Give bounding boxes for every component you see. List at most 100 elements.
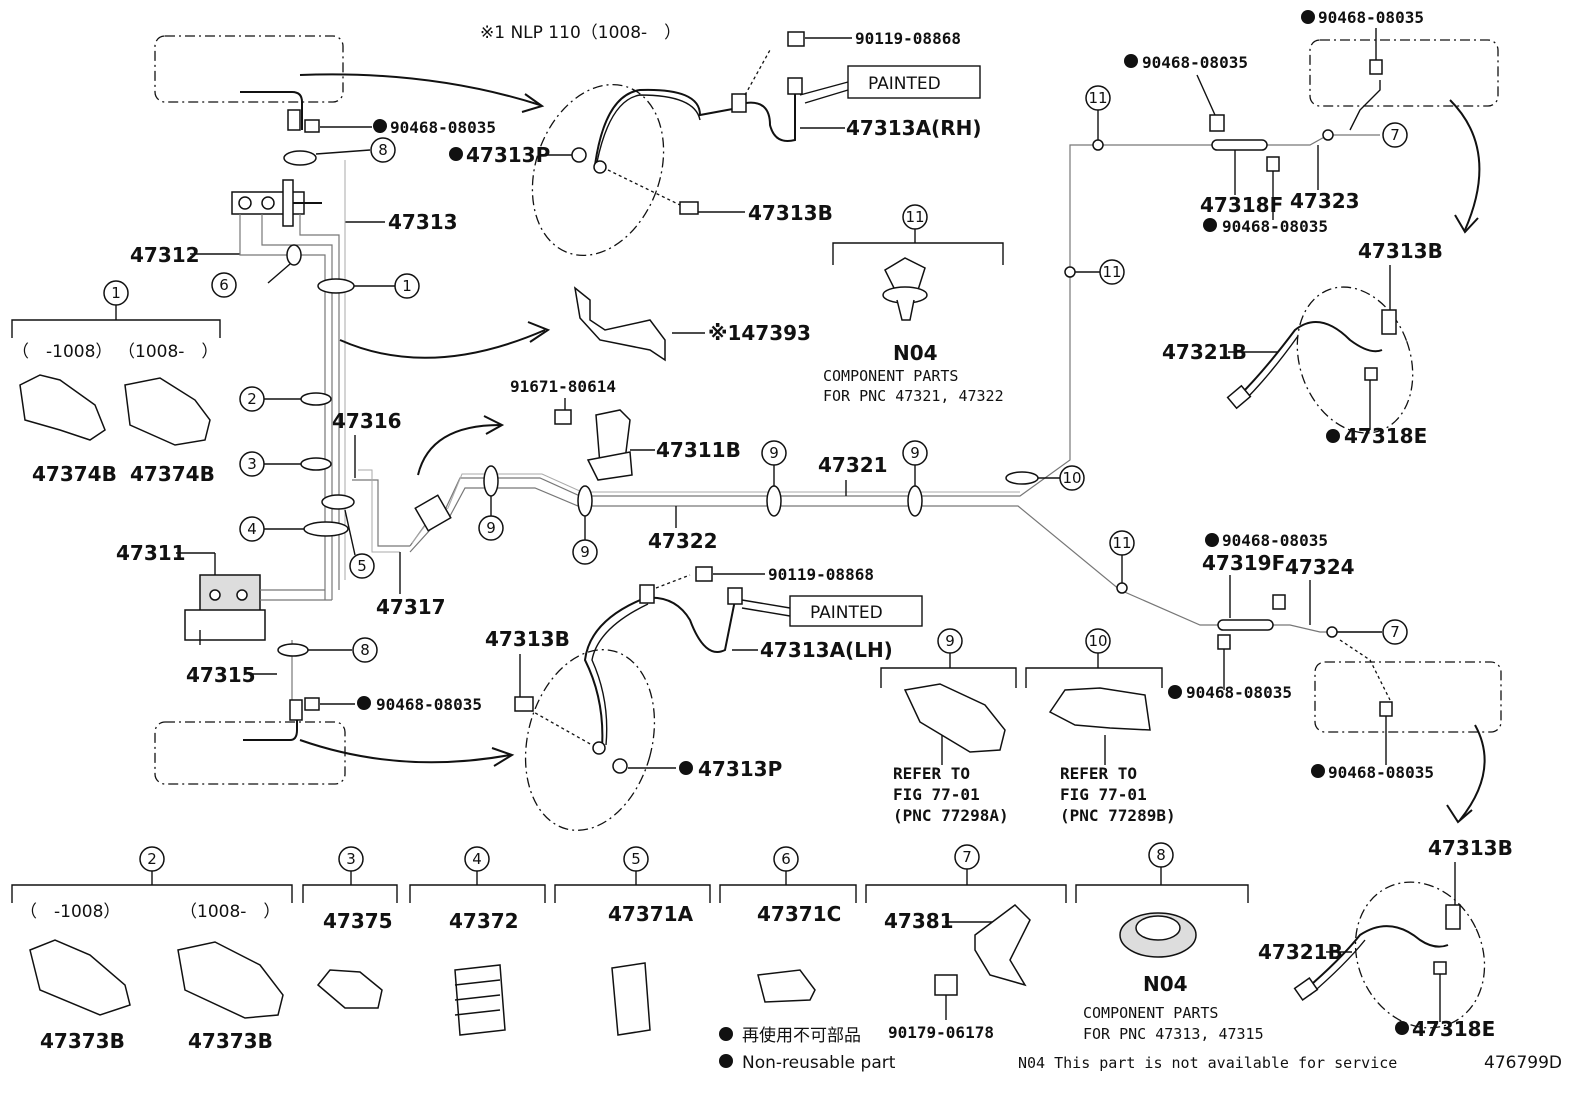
label-90119-bottom: 90119-08868 xyxy=(768,565,874,584)
non-reusable-dot-legend xyxy=(719,1027,733,1041)
flow-arrow xyxy=(299,73,541,106)
svg-text:4: 4 xyxy=(472,850,482,868)
fitting xyxy=(287,109,301,131)
svg-text:9: 9 xyxy=(910,444,920,462)
svg-text:（ -1008）: （ -1008） xyxy=(20,902,120,922)
svg-text:47373B: 47373B xyxy=(188,1029,273,1053)
svg-text:47374B: 47374B xyxy=(32,462,117,486)
painted-rh: PAINTED xyxy=(868,74,941,94)
group-6: 6 47371C 再使用不可部品 Non-reusable part xyxy=(719,846,896,1073)
group-2: 2 （ -1008） （1008- ） 47373B 47373B xyxy=(11,846,293,1053)
clamp-3 xyxy=(300,457,332,471)
svg-text:90468-08035: 90468-08035 xyxy=(1222,531,1328,550)
bracket-47393: ※147393 xyxy=(339,286,811,362)
clip-11-detail: 11 N04 COMPONENT PARTS FOR PNC 47321, 47… xyxy=(823,204,1004,405)
svg-text:FOR PNC 47313, 47315: FOR PNC 47313, 47315 xyxy=(1083,1025,1264,1043)
group-3: 3 47375 xyxy=(302,846,398,1009)
svg-text:2: 2 xyxy=(147,850,157,868)
svg-text:REFER TO: REFER TO xyxy=(1060,764,1137,783)
label-47313P-bottom: 47313P xyxy=(698,757,782,781)
svg-text:47372: 47372 xyxy=(449,909,519,933)
clamp-2 xyxy=(300,392,332,406)
svg-text:6: 6 xyxy=(219,276,229,294)
svg-text:47318F: 47318F xyxy=(1200,193,1283,217)
svg-text:47313B: 47313B xyxy=(1358,239,1443,263)
svg-text:8: 8 xyxy=(1156,846,1166,864)
arrow-head xyxy=(521,93,545,113)
label-47313A-LH: 47313A(LH) xyxy=(760,638,893,662)
label-47313P-top: 47313P xyxy=(466,143,550,167)
group-4: 4 47372 xyxy=(409,846,546,1036)
group-9: 9 REFER TO FIG 77-01 (PNC 77298A) xyxy=(880,628,1017,825)
svg-text:4: 4 xyxy=(247,520,257,538)
svg-text:47375: 47375 xyxy=(323,909,393,933)
svg-text:8: 8 xyxy=(378,141,388,159)
svg-text:5: 5 xyxy=(357,557,367,575)
clamp-6 xyxy=(286,244,302,266)
svg-text:90468-08035: 90468-08035 xyxy=(1328,763,1434,782)
group-10: 10 REFER TO FIG 77-01 (PNC 77289B) xyxy=(1025,628,1176,825)
clamp-1 xyxy=(317,278,355,294)
hose-47318F xyxy=(1211,139,1268,151)
callout-6 xyxy=(211,272,237,298)
callout-1 xyxy=(394,273,420,299)
svg-text:7: 7 xyxy=(1390,126,1400,144)
clip-47381 xyxy=(974,904,1031,987)
non-reusable-dot xyxy=(373,119,387,133)
clamp-10-detail xyxy=(1048,687,1151,731)
svg-text:47371A: 47371A xyxy=(608,902,694,926)
non-reusable-dot xyxy=(1203,218,1217,232)
svg-text:90468-08035: 90468-08035 xyxy=(1142,53,1248,72)
svg-text:2: 2 xyxy=(247,390,257,408)
svg-text:10: 10 xyxy=(1088,632,1107,650)
figure-id: 476799D xyxy=(1484,1053,1562,1073)
painted-lh: PAINTED xyxy=(810,603,883,623)
svg-text:9: 9 xyxy=(769,444,779,462)
label-91671: 91671-80614 xyxy=(510,377,616,396)
label-47311: 47311 xyxy=(116,541,186,565)
rear-pipes: 9 9 9 9 47321 47322 10 11 11 11 xyxy=(409,85,1380,633)
svg-text:3: 3 xyxy=(346,850,356,868)
callout-8-top xyxy=(370,137,396,163)
top-left-region: ※1 NLP 110（1008- ） 90468-08035 8 xyxy=(154,23,681,166)
label-47317: 47317 xyxy=(376,595,446,619)
clamp-47373B-b xyxy=(177,941,284,1019)
clamp-47372 xyxy=(454,964,506,1036)
detail-ellipse xyxy=(524,649,656,831)
clamp-10 xyxy=(1005,471,1039,485)
clamp-9 xyxy=(577,485,593,517)
non-reusable-dot xyxy=(679,761,693,775)
svg-text:COMPONENT PARTS: COMPONENT PARTS xyxy=(1083,1004,1218,1022)
grommet xyxy=(283,150,317,166)
detail-box-bottom-left xyxy=(154,721,346,785)
master-cylinder-area: 47313 47312 6 1 2 3 4 5 4 xyxy=(116,160,458,700)
clamp-9 xyxy=(483,465,499,497)
label-47316: 47316 xyxy=(332,409,402,433)
clamp-4 xyxy=(303,521,349,537)
non-reusable-dot xyxy=(1311,764,1325,778)
callout-2 xyxy=(239,386,265,412)
clamp-5 xyxy=(321,494,355,510)
bottom-left-region: 90468-08035 xyxy=(154,695,515,785)
svg-text:8: 8 xyxy=(360,641,370,659)
svg-text:(PNC 77298A): (PNC 77298A) xyxy=(893,806,1009,825)
non-reusable-dot xyxy=(1326,429,1340,443)
svg-text:9: 9 xyxy=(945,632,955,650)
svg-text:90179-06178: 90179-06178 xyxy=(888,1023,994,1042)
non-reusable-dot-legend xyxy=(719,1054,733,1068)
clamp-47374B-a xyxy=(19,374,106,441)
label-47315: 47315 xyxy=(186,663,256,687)
svg-text:47319F: 47319F xyxy=(1202,551,1285,575)
clamp-47375 xyxy=(316,969,383,1009)
svg-text:7: 7 xyxy=(1390,623,1400,641)
label-47313: 47313 xyxy=(388,210,458,234)
clamp-47371A xyxy=(611,962,651,1036)
svg-text:9: 9 xyxy=(486,519,496,537)
rear-right-upper: 90468-08035 47318F 90468-08035 47323 7 9… xyxy=(1124,8,1499,448)
svg-text:（1008- ）: （1008- ） xyxy=(180,902,280,922)
svg-text:（1008- ）: （1008- ） xyxy=(118,342,218,362)
group-5: 5 47371A xyxy=(554,846,711,1036)
svg-text:90468-08035: 90468-08035 xyxy=(1222,217,1328,236)
clamp-9-detail xyxy=(903,683,1006,753)
svg-text:(PNC 77289B): (PNC 77289B) xyxy=(1060,806,1176,825)
